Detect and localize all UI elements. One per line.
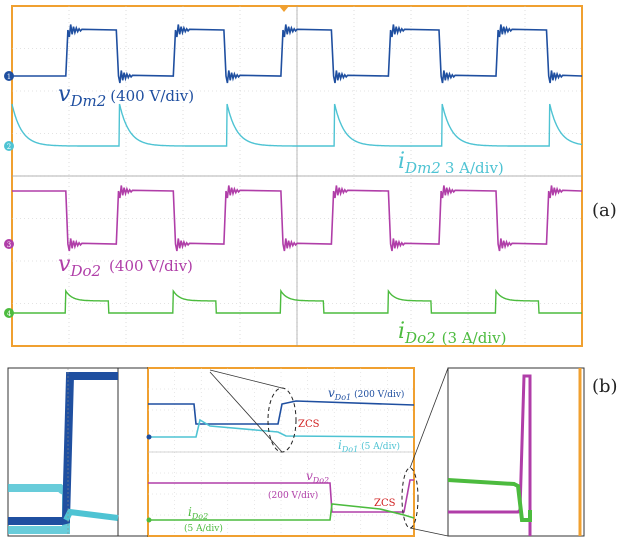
- panel-a-traces: [11, 24, 583, 314]
- trace-vDm2: [12, 24, 583, 84]
- trace-iDm2: [11, 103, 583, 147]
- trace-vDo2: [148, 479, 414, 513]
- connector-zoom2-top: [409, 367, 449, 469]
- trace-iDo2: [12, 288, 582, 314]
- label-vDo2: vDo2(400 V/div): [58, 252, 193, 280]
- zcs-ellipse-2: [401, 467, 419, 529]
- label-vDo2-b-scale: (200 V/div): [268, 490, 318, 501]
- channel-marker-4-label: 4: [7, 310, 12, 318]
- label-vDo2-b: vDo2: [306, 469, 329, 485]
- panel-a-grid: [12, 6, 582, 346]
- connector-zoom2-bottom: [409, 527, 449, 537]
- zoom-inset-left: [7, 367, 119, 537]
- trace-iDo2: [148, 503, 415, 521]
- label-iDo2-b-scale: (5 A/div): [184, 523, 223, 534]
- zcs-annotation-2: ZCS: [374, 498, 396, 509]
- connector-zoom1-bottom: [209, 371, 283, 453]
- label-iDo1: iDo1(5 A/div): [338, 438, 400, 454]
- panel-a-caption: (a): [592, 200, 617, 221]
- inset-right-current: [447, 478, 532, 522]
- label-vDo1: vDo1(200 V/div): [328, 386, 404, 402]
- panel-b-scope: ZCS ZCS vDo1(200 V/div) iDo1(5 A/div) vD…: [146, 367, 419, 537]
- channel-marker-4: 4: [4, 308, 14, 318]
- trigger-marker: [279, 6, 289, 12]
- trace-vDo2: [12, 185, 583, 252]
- trace-vDo1: [148, 400, 415, 425]
- label-vDm2: vDm2(400 V/div): [58, 82, 194, 110]
- zcs-annotation-1: ZCS: [298, 419, 320, 430]
- panel-b-caption: (b): [592, 376, 618, 397]
- channel-marker-2-label: 2: [7, 143, 11, 151]
- inset-left-current-tail: [63, 508, 119, 522]
- label-iDo2: iDo2(3 A/div): [398, 319, 506, 347]
- channel-marker-3-label: 3: [7, 241, 11, 249]
- channel-marker-1: 1: [4, 71, 14, 81]
- connector-zoom1-top: [209, 369, 283, 389]
- label-iDo2-b: iDo2: [188, 505, 208, 521]
- channel-marker-2: 2: [4, 141, 14, 151]
- inset-right-voltage: [448, 374, 532, 536]
- zoom-inset-right: [447, 367, 585, 537]
- channel-marker-1-label: 1: [7, 73, 11, 81]
- channel-marker-3: 3: [4, 239, 14, 249]
- trace-iDo1: [148, 418, 415, 438]
